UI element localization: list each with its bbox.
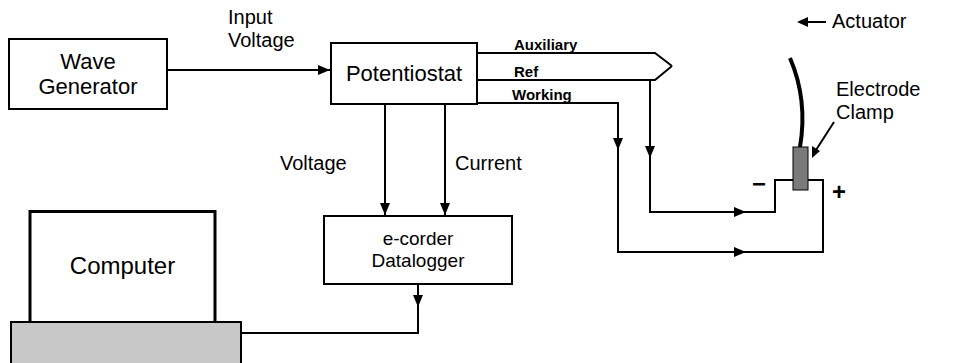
process-box: e-corder Datalogger [323, 215, 513, 285]
arrowhead [613, 138, 623, 150]
polarity-sign: − [752, 170, 766, 198]
actuator-strip [790, 58, 802, 147]
signal-arrow [380, 105, 390, 215]
computer-icon: Computer [10, 210, 242, 363]
signal-arrow [242, 285, 423, 333]
arrowhead [413, 295, 423, 307]
auxiliary-wire [478, 53, 672, 66]
signal-arrow [440, 105, 450, 215]
laptop-base [11, 322, 241, 363]
arrowhead [440, 203, 450, 215]
connector-line [242, 285, 418, 333]
node-label: Wave Generator [28, 49, 148, 100]
node-label: Computer [30, 210, 215, 280]
node-label: e-corder Datalogger [363, 228, 473, 272]
terminal-name: Auxiliary [514, 36, 577, 53]
connector-line [384, 105, 386, 215]
arrowhead [734, 207, 746, 217]
arrowhead [797, 17, 808, 27]
electrode-clamp [793, 147, 808, 190]
signal-label: Input Voltage [228, 6, 318, 52]
signal-arrow [168, 65, 330, 75]
part-name: Electrode Clamp [836, 78, 956, 124]
polarity-sign: + [832, 178, 846, 206]
signal-label: Voltage [280, 152, 347, 175]
part-name: Actuator [832, 10, 906, 33]
process-box: Wave Generator [8, 38, 168, 110]
clamp-leader [816, 122, 834, 150]
counter-wire [650, 80, 793, 212]
arrowhead [734, 247, 746, 257]
ref-wire [478, 66, 672, 80]
arrowhead [645, 146, 655, 158]
connector-line [444, 105, 446, 215]
arrowhead [812, 146, 820, 158]
terminal-name: Working [512, 86, 572, 103]
terminal-name: Ref [514, 63, 538, 80]
connector-line [168, 69, 330, 71]
arrowhead [318, 65, 330, 75]
process-box: Potentiostat [330, 42, 478, 105]
node-label: Potentiostat [346, 61, 462, 86]
computer-outline [10, 210, 242, 363]
working-wire [478, 103, 823, 252]
signal-label: Current [455, 152, 522, 175]
actuator-leader [806, 21, 826, 23]
arrowhead [380, 203, 390, 215]
